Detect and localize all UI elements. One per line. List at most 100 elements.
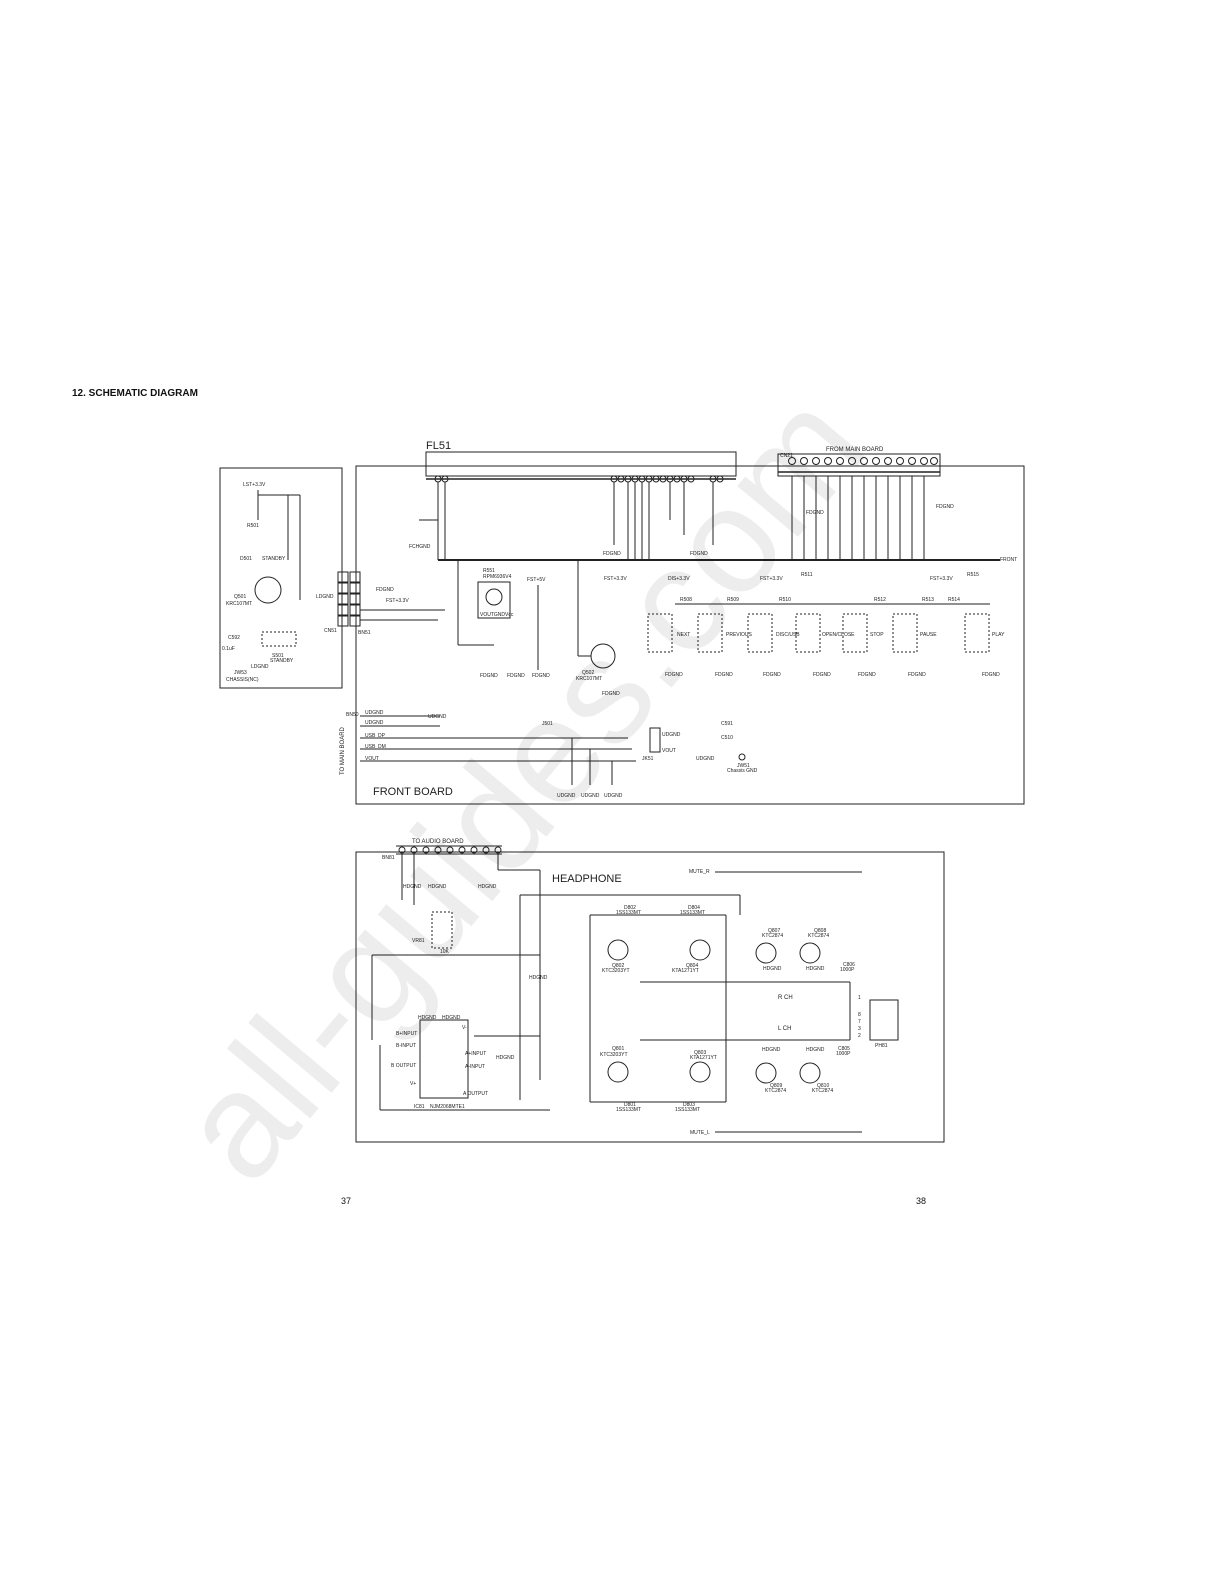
svg-text:1SS133MT: 1SS133MT <box>616 1107 641 1113</box>
svg-text:FST+5V: FST+5V <box>527 577 546 583</box>
svg-text:R508: R508 <box>680 597 692 603</box>
fl51-label: FL51 <box>426 440 451 452</box>
svg-text:C805: C805 <box>838 1046 850 1052</box>
svg-text:DIS+3.3V: DIS+3.3V <box>668 576 690 582</box>
ph81-jack <box>869 999 899 1041</box>
cn21-body <box>777 453 941 477</box>
svg-text:HDGND: HDGND <box>806 966 825 972</box>
svg-text:FDGND: FDGND <box>813 672 831 678</box>
svg-text:1SS133MT: 1SS133MT <box>616 910 641 916</box>
svg-text:MUTE_R: MUTE_R <box>689 869 710 875</box>
svg-text:STANDBY: STANDBY <box>262 556 286 562</box>
svg-text:C510: C510 <box>721 735 733 741</box>
cn21-label: CN21 <box>780 453 793 459</box>
svg-text:R501: R501 <box>247 523 259 529</box>
to-audio-label: TO AUDIO BOARD <box>412 839 464 845</box>
s501-switch <box>261 631 297 647</box>
rpm-sensor-body <box>477 581 511 619</box>
svg-text:FDGND: FDGND <box>982 672 1000 678</box>
svg-text:FDGND: FDGND <box>690 551 708 557</box>
svg-text:2: 2 <box>858 1033 861 1039</box>
svg-text:STOP: STOP <box>870 632 884 638</box>
svg-text:R551: R551 <box>483 568 495 574</box>
svg-text:HDGND: HDGND <box>763 966 782 972</box>
svg-text:C592: C592 <box>228 635 240 641</box>
page-number-right: 38 <box>916 1196 927 1206</box>
svg-text:JW51: JW51 <box>737 763 750 769</box>
svg-text:USB_DP: USB_DP <box>365 733 386 739</box>
key-switches <box>647 613 990 653</box>
svg-text:B-INPUT: B-INPUT <box>396 1043 416 1049</box>
svg-text:FDGND: FDGND <box>376 587 394 593</box>
svg-text:FST+3.3V: FST+3.3V <box>386 598 409 604</box>
svg-text:HDGND: HDGND <box>418 1015 437 1021</box>
svg-text:FST+3.3V: FST+3.3V <box>930 576 953 582</box>
svg-text:FDGND: FDGND <box>602 691 620 697</box>
svg-text:FDGND: FDGND <box>532 673 550 679</box>
svg-text:UDGND: UDGND <box>428 714 447 720</box>
svg-text:C591: C591 <box>721 721 733 727</box>
svg-text:Q502: Q502 <box>582 670 594 676</box>
svg-text:UDGND: UDGND <box>662 732 681 738</box>
svg-text:UDGND: UDGND <box>696 756 715 762</box>
svg-text:1: 1 <box>858 995 861 1001</box>
svg-text:PH81: PH81 <box>875 1043 888 1049</box>
svg-text:FDGND: FDGND <box>806 510 824 516</box>
svg-text:UDGND: UDGND <box>365 710 384 716</box>
svg-text:HDGND: HDGND <box>762 1047 781 1053</box>
svg-text:HDGND: HDGND <box>806 1047 825 1053</box>
svg-text:UDGND: UDGND <box>604 793 623 799</box>
cn51-pins <box>337 571 361 627</box>
cn21-pins <box>788 457 938 465</box>
svg-text:FST+3.3V: FST+3.3V <box>760 576 783 582</box>
svg-text:BN81: BN81 <box>382 855 395 861</box>
svg-text:V+: V+ <box>410 1081 416 1087</box>
svg-text:7: 7 <box>858 1019 861 1025</box>
svg-text:1SS133MT: 1SS133MT <box>675 1107 700 1113</box>
svg-text:KTC3203YT: KTC3203YT <box>600 1052 628 1058</box>
svg-text:CHASSIS(NC): CHASSIS(NC) <box>226 677 259 683</box>
svg-text:LDGND: LDGND <box>316 594 334 600</box>
ic81-body <box>419 1019 469 1099</box>
svg-text:NJM2068MTE1: NJM2068MTE1 <box>430 1104 465 1110</box>
from-main-label: FROM MAIN BOARD <box>826 447 884 453</box>
svg-text:KTA1271YT: KTA1271YT <box>672 968 699 974</box>
svg-text:R513: R513 <box>922 597 934 603</box>
svg-text:D801: D801 <box>624 1102 636 1108</box>
page-title: 12. SCHEMATIC DIAGRAM <box>72 388 198 399</box>
svg-text:Q501: Q501 <box>234 594 246 600</box>
svg-text:J501: J501 <box>542 721 553 727</box>
svg-text:PLAY: PLAY <box>992 632 1005 638</box>
svg-text:FDGND: FDGND <box>665 672 683 678</box>
svg-text:V-: V- <box>462 1025 467 1031</box>
svg-text:R510: R510 <box>779 597 791 603</box>
svg-text:KTC2874: KTC2874 <box>765 1088 786 1094</box>
svg-text:Q807: Q807 <box>768 928 780 934</box>
fl51-body <box>425 451 737 477</box>
svg-text:R514: R514 <box>948 597 960 603</box>
bn81-pins <box>398 846 502 854</box>
transistors <box>607 939 821 1084</box>
svg-text:B OUTPUT: B OUTPUT <box>391 1063 416 1069</box>
standby-subboard-frame <box>219 467 343 689</box>
cn21-net-wires <box>791 476 925 560</box>
headphone-board-frame <box>355 851 945 1143</box>
svg-text:R511: R511 <box>801 572 813 578</box>
svg-text:LDGND: LDGND <box>251 664 269 670</box>
svg-text:UDGND: UDGND <box>581 793 600 799</box>
svg-text:0.1uF: 0.1uF <box>222 646 235 652</box>
svg-text:HDGND: HDGND <box>529 975 548 981</box>
svg-text:KTC3203YT: KTC3203YT <box>602 968 630 974</box>
svg-text:MUTE_L: MUTE_L <box>690 1130 710 1136</box>
svg-text:FDGND: FDGND <box>858 672 876 678</box>
svg-text:A+INPUT: A+INPUT <box>465 1051 486 1057</box>
svg-text:VR81: VR81 <box>412 938 425 944</box>
svg-text:S501: S501 <box>272 653 284 659</box>
svg-text:FDGND: FDGND <box>507 673 525 679</box>
svg-text:FDGND: FDGND <box>603 551 621 557</box>
svg-text:KRC107MT: KRC107MT <box>576 676 602 682</box>
svg-text:1000P: 1000P <box>840 967 855 973</box>
svg-text:R CH: R CH <box>778 995 793 1001</box>
